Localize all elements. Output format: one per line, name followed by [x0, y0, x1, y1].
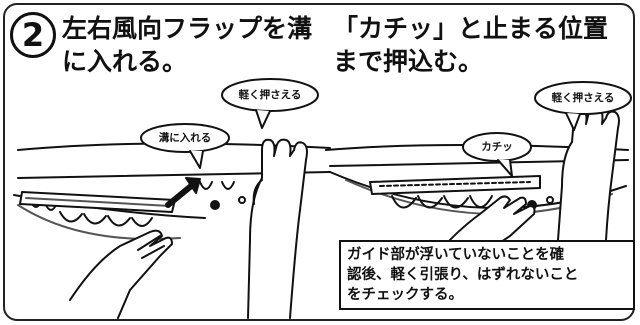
callout-right-click: カチッ [481, 141, 513, 153]
hand-icon [557, 106, 620, 241]
right-heading: 「カチッ」と止まる位置 まで押込む。 [333, 12, 608, 78]
check-note-box: ガイド部が浮いていないことを確 認後、軽く引張り、はずれないこと をチェックする… [339, 240, 635, 310]
callout-right-press: 軽く押さえる [551, 92, 615, 104]
hand-icon [69, 229, 173, 319]
hand-icon [247, 138, 308, 319]
check-note-line-2: 認後、軽く引張り、はずれないこと [347, 267, 579, 283]
step-frame [3, 3, 635, 321]
left-heading-line-1: 左右風向フラップを溝 [62, 14, 313, 43]
right-heading-line-1: 「カチッ」と止まる位置 [333, 14, 609, 43]
check-note-line-1: ガイド部が浮いていないことを確 [347, 247, 565, 263]
callout-left-groove: 溝に入れる [158, 132, 212, 144]
check-note-line-3: をチェックする。 [347, 287, 463, 303]
right-heading-line-2: まで押込む。 [333, 47, 484, 76]
left-heading-line-2: に入れる。 [62, 47, 188, 76]
step-number-badge: 2 [10, 12, 56, 58]
left-heading: 左右風向フラップを溝 に入れる。 [62, 12, 312, 78]
callout-left-press: 軽く押さえる [238, 89, 302, 101]
